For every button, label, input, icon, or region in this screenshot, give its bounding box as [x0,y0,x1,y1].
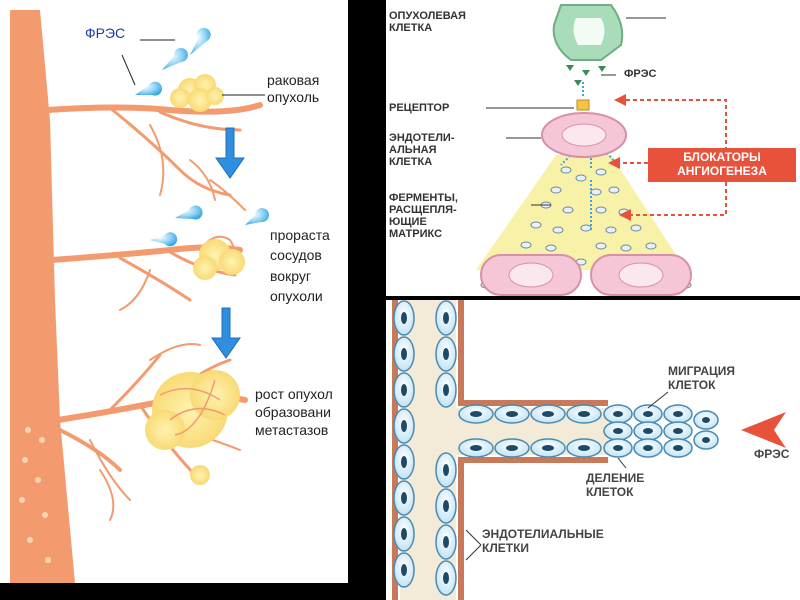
endothelial-cell-label-line-3: КЛЕТКА [389,156,433,169]
division-label-line-2: КЛЕТОК [586,484,634,499]
enzymes-label-line-4: МАТРИКС [389,228,443,241]
endothelial-cells-label-line-1: ЭНДОТЕЛИАЛЬНЫЕ [482,527,604,541]
tumor-cell-label-line-1: ОПУХОЛЕВАЯ [389,10,466,22]
vegf-arrow-icon [741,412,786,448]
fres-label-bottom: ФРЭС [754,447,790,461]
division-label-line-1: ДЕЛЕНИЕ [586,471,645,485]
nuclei-horizontal [470,411,710,451]
vessel-illustration [10,10,269,583]
angiogenesis-mechanism-panel: ОПУХОЛЕВАЯ КЛЕТКА ФРЭС РЕЦЕПТОР ЭНДОТЕЛИ… [386,0,800,296]
endothelial-cells-label-line-2: КЛЕТКИ [482,540,530,555]
tumor-label-line-1: раковая [267,72,320,88]
endothelial-cell-label-line-2: АЛЬНАЯ [389,144,437,157]
sprouting-label-line-3: вокруг [270,267,311,284]
growth-label: рост опухол образовани метастазов [255,385,333,440]
tumor-cell-label: ОПУХОЛЕВАЯ КЛЕТКА [389,10,466,34]
vessel-dots [19,427,51,563]
tumor-small [170,74,224,112]
vegf-molecules-1 [135,27,211,96]
receptor [576,99,590,111]
endothelial-cell-label-line-1: ЭНДОТЕЛИ- [389,132,455,144]
tumor-cell-label-line-2: КЛЕТКА [389,22,433,35]
sprouting-label-line-4: опухоли [270,287,323,304]
sprouting-label-line-2: сосудов [270,247,322,264]
enzymes-label-line-1: ФЕРМЕНТЫ, [389,192,458,204]
tumor-label-line-2: опухоль [267,88,320,105]
mechanism-illustration [476,4,727,296]
growth-label-line-3: метастазов [255,422,329,439]
enzymes-label: ФЕРМЕНТЫ, РАСЩЕПЛЯ- ЮЩИЕ МАТРИКС [389,192,458,240]
fres-label-top: ФРЭС [624,68,657,80]
enzymes-label-line-2: РАСЩЕПЛЯ- [389,204,457,217]
endothelial-cells-bottom [480,254,692,296]
fres-label-left: ФРЭС [85,25,126,41]
receptor-label: РЕЦЕПТОР [389,102,450,114]
cell-migration-label: МИГРАЦИЯ КЛЕТОК [668,364,736,393]
tumor-medium [193,239,245,280]
main-blood-vessel [10,10,75,583]
endothelial-cell [541,112,627,158]
endothelial-cells-label: ЭНДОТЕЛИАЛЬНЫЕ КЛЕТКИ [482,527,604,556]
growth-label-line-1: рост опухол [255,386,333,402]
migration-illustration [392,300,786,600]
enzymes-label-line-3: ЮЩИЕ [389,216,427,229]
cell-division-label: ДЕЛЕНИЕ КЛЕТОК [586,471,645,500]
blocker-arrowheads-icon [608,94,631,221]
blockers-label-line-1: БЛОКАТОРЫ [683,150,761,164]
cell-migration-panel: МИГРАЦИЯ КЛЕТОК ФРЭС ДЕЛЕНИЕ КЛЕТОК ЭНДО… [386,300,800,600]
tumor-cell [552,4,624,61]
pointer-lines [465,391,669,561]
migration-label-line-1: МИГРАЦИЯ [668,364,736,378]
arrow-down-2-icon [211,307,241,359]
arrow-down-1-icon [215,127,245,179]
vegf-molecules-2 [150,205,269,247]
endothelial-cell-label: ЭНДОТЕЛИ- АЛЬНАЯ КЛЕТКА [389,132,455,168]
nuclei-vertical [401,312,449,584]
growth-label-line-2: образовани [255,404,331,421]
sprouting-label-line-1: прораста [270,227,330,243]
tumor-angiogenesis-stages-panel: ФРЭС раковая опухоль прораста сосудов во… [0,0,348,583]
tumor-large [145,370,240,485]
blockers-label-line-2: АНГИОГЕНЕЗА [677,163,767,178]
vessel-walls [392,300,608,600]
tumor-label: раковая опухоль [267,72,319,106]
extracellular-matrix [476,155,686,270]
angiogenesis-blockers-box: БЛОКАТОРЫ АНГИОГЕНЕЗА [648,148,796,182]
tumor-vessels [159,379,226,436]
migration-label-line-2: КЛЕТОК [668,377,716,392]
sprouting-label: прораста сосудов вокруг опухоли [270,225,330,306]
vegf-triangles [566,65,606,86]
